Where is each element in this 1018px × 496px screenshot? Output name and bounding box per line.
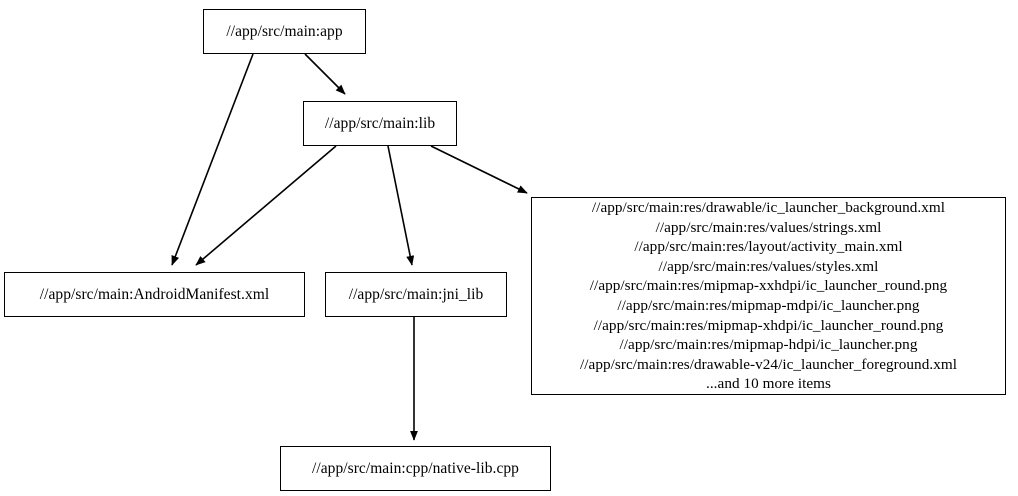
graph-node-jni-lib-label: //app/src/main:jni_lib [348,285,484,303]
graph-node-resources-label: //app/src/main:res/drawable/ic_launcher_… [580,199,957,393]
graph-node-app[interactable]: //app/src/main:app [203,9,366,54]
graph-node-app-label: //app/src/main:app [226,22,343,40]
graph-node-android-manifest-label: //app/src/main:AndroidManifest.xml [39,285,270,303]
graph-node-lib[interactable]: //app/src/main:lib [303,101,457,146]
graph-node-resources[interactable]: //app/src/main:res/drawable/ic_launcher_… [531,197,1006,395]
graph-node-native-lib-cpp[interactable]: //app/src/main:cpp/native-lib.cpp [280,446,551,491]
edge-lib-to-jni-lib [387,145,415,266]
graph-node-lib-label: //app/src/main:lib [324,114,436,132]
edge-lib-to-manifest [195,145,337,266]
graph-node-android-manifest[interactable]: //app/src/main:AndroidManifest.xml [4,272,305,317]
edge-lib-to-resources [430,145,528,194]
graph-node-jni-lib[interactable]: //app/src/main:jni_lib [325,272,507,317]
graph-node-native-lib-cpp-label: //app/src/main:cpp/native-lib.cpp [312,459,519,477]
edge-app-to-manifest [171,53,254,266]
edge-app-to-lib [304,53,346,95]
